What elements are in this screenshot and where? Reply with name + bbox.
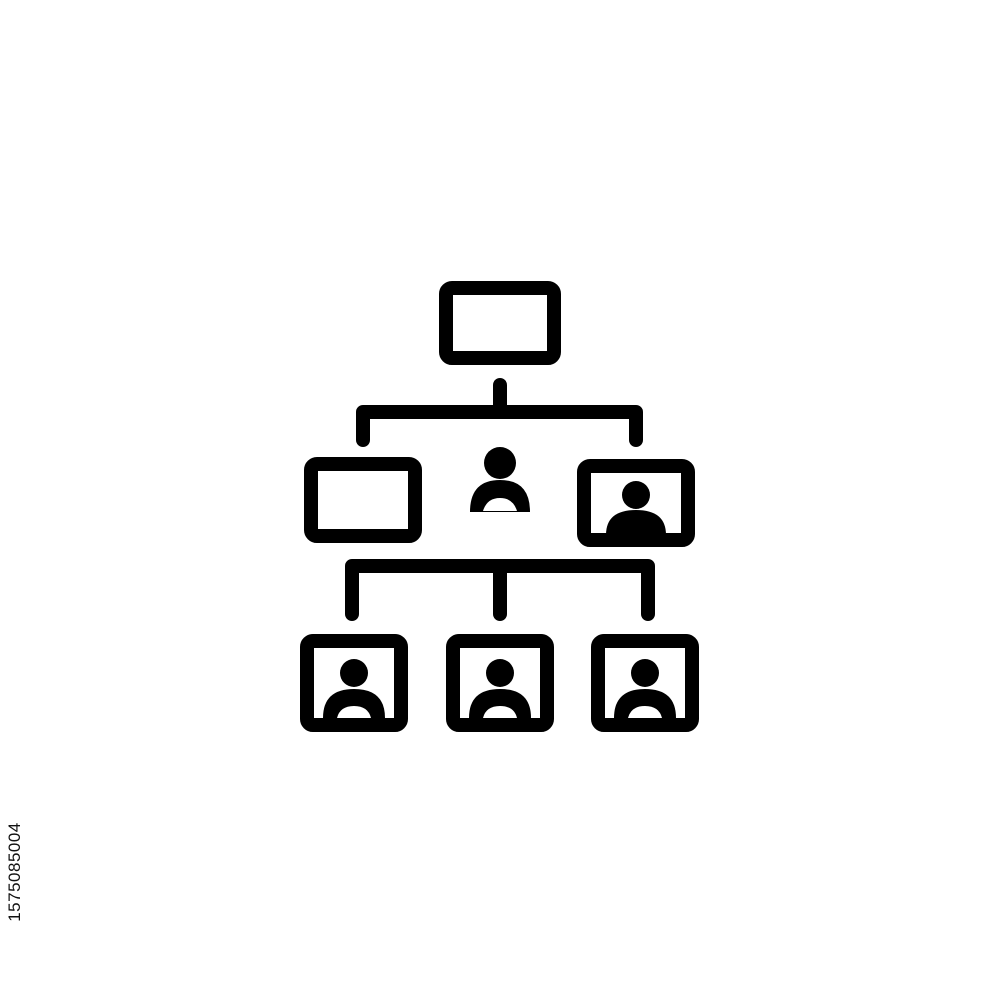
level3-left-person-icon [323,659,385,718]
level3-right-person-box [591,634,699,732]
level3-middle-person-icon [469,659,531,718]
level3-left-person-box [300,634,408,732]
level3-right-person-icon [614,659,676,718]
image-id-label: 1575085004 [5,822,24,922]
level2-right-person-box [577,459,695,547]
level2-middle-person-icon [470,447,530,512]
level3-middle-person-box [446,634,554,732]
bottom-connector [345,559,655,621]
top-connector [356,378,643,447]
top-node-box [439,281,561,365]
level2-left-box [304,457,422,543]
level2-right-person-icon [606,481,666,535]
